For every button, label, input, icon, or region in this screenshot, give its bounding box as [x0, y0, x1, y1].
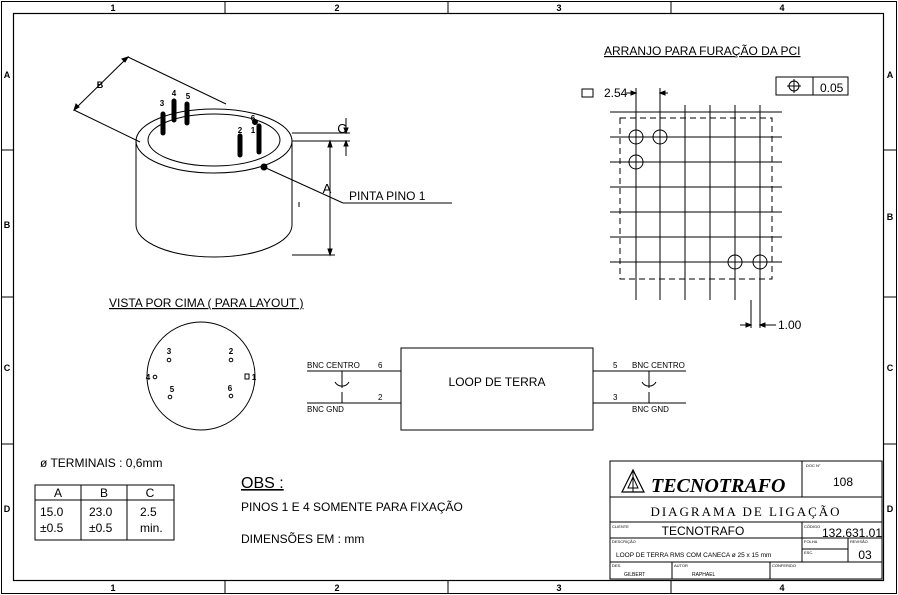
left-pin-6-label: 6 — [378, 361, 383, 370]
pin1-marker-label: PINTA PINO 1 — [349, 189, 426, 203]
client-name: TECNOTRAFO — [662, 524, 745, 538]
top-view-title: VISTA POR CIMA ( PARA LAYOUT ) — [109, 296, 304, 310]
row-label-c-left: C — [4, 363, 11, 373]
dim-table-b-value: 23.0 — [89, 505, 113, 519]
inner-frame — [12, 12, 885, 582]
dimensions-table — [34, 484, 175, 541]
pin-2-label: 2 — [238, 126, 243, 135]
pin-6-label: 6 — [251, 114, 256, 123]
revision-number: 03 — [858, 548, 872, 562]
row-label-a-right: A — [887, 70, 894, 80]
row-label-c-right: C — [887, 363, 894, 373]
pcb-pitch-label: 2.54 — [604, 86, 628, 100]
top-pin-1-label: 1 — [252, 373, 257, 382]
loop-box-label: LOOP DE TERRA — [449, 375, 546, 389]
col-label-3-bottom: 3 — [556, 583, 561, 593]
top-view-outline — [146, 321, 256, 431]
drawn-by-caption: DES. — [612, 563, 621, 568]
row-label-b-left: B — [4, 220, 11, 230]
company-logo-text: TECNOTRAFO — [651, 475, 785, 497]
row-label-a-left: A — [4, 70, 11, 80]
left-bnc-centro-label: BNC CENTRO — [307, 361, 360, 370]
obs-title: OBS : — [241, 475, 284, 492]
left-pin-2-label: 2 — [378, 393, 383, 402]
dim-table-header-a: A — [54, 486, 62, 500]
top-pin-4-label: 4 — [146, 373, 151, 382]
dim-b-label: B — [97, 80, 104, 90]
checked-caption: CONFERIDO — [772, 563, 796, 568]
pin-1-label: 1 — [251, 126, 256, 135]
row-label-d-right: D — [887, 504, 894, 514]
obs-line-1: PINOS 1 E 4 SOMENTE PARA FIXAÇÃO — [241, 500, 463, 514]
col-label-4-bottom: 4 — [779, 583, 784, 593]
right-bnc-centro-label: BNC CENTRO — [632, 361, 685, 370]
dim-table-c-tolerance: min. — [140, 521, 163, 535]
dim-c-label: C — [337, 121, 346, 136]
drawing-title: DIAGRAMA DE LIGAÇÃO — [650, 504, 841, 519]
top-pin-2-label: 2 — [229, 347, 234, 356]
dim-table-header-c: C — [146, 486, 155, 500]
pcb-tolerance-label: 0.05 — [820, 81, 844, 95]
pin-4-label: 4 — [172, 89, 177, 98]
author-caption: AUTOR — [674, 563, 688, 568]
pin-3-label: 3 — [160, 99, 165, 108]
right-pin-5-label: 5 — [613, 361, 618, 370]
dim-table-b-tolerance: ±0.5 — [89, 521, 113, 535]
client-caption: CLIENTE — [612, 524, 629, 529]
drawn-by-name: GILBERT — [624, 572, 645, 578]
left-bnc-gnd-label: BNC GND — [307, 405, 344, 414]
top-pin-5-label: 5 — [170, 385, 175, 394]
scale-caption: ESC. — [804, 550, 813, 555]
component-3d-view — [73, 56, 452, 258]
revision-caption: REVISÃO — [850, 539, 868, 544]
obs-line-2: DIMENSÕES EM : mm — [241, 531, 364, 546]
dim-table-a-tolerance: ±0.5 — [40, 521, 64, 535]
doc-number-caption: DOC N° — [806, 463, 821, 468]
row-label-d-left: D — [4, 504, 11, 514]
terminal-diameter-note: ø TERMINAIS : 0,6mm — [40, 456, 162, 470]
pcb-offset-label: 1.00 — [778, 318, 802, 332]
right-bnc-gnd-label: BNC GND — [632, 405, 669, 414]
col-label-4-top: 4 — [779, 3, 784, 13]
col-label-1-bottom: 1 — [110, 583, 115, 593]
col-label-2-top: 2 — [334, 3, 339, 13]
col-label-2-bottom: 2 — [334, 583, 339, 593]
sheet-caption: FOLHA — [804, 539, 818, 544]
dim-table-c-value: 2.5 — [140, 505, 157, 519]
pin-5-label: 5 — [186, 92, 191, 101]
col-label-3-top: 3 — [556, 3, 561, 13]
pcb-layout-title: ARRANJO PARA FURAÇÃO DA PCI — [604, 44, 800, 58]
product-description: LOOP DE TERRA RMS COM CANECA ø 25 x 15 m… — [616, 552, 771, 559]
description-caption: DESCRIÇÃO — [612, 539, 636, 544]
author-name: RAPHAEL — [692, 572, 716, 578]
product-code: 132.631.01 — [822, 526, 882, 540]
code-caption: CÓDIGO — [804, 524, 820, 529]
dim-a-label: A — [323, 181, 332, 196]
pcb-drill-grid — [581, 76, 849, 328]
dim-table-a-value: 15.0 — [40, 505, 64, 519]
right-pin-3-label: 3 — [613, 393, 618, 402]
doc-number: 108 — [833, 475, 853, 489]
top-pin-6-label: 6 — [228, 384, 233, 393]
col-label-1-top: 1 — [110, 3, 115, 13]
dim-table-header-b: B — [100, 486, 108, 500]
row-label-b-right: B — [887, 212, 894, 222]
loop-box — [400, 347, 594, 431]
title-block — [609, 460, 883, 580]
schematic — [307, 347, 686, 431]
top-pin-3-label: 3 — [167, 347, 172, 356]
